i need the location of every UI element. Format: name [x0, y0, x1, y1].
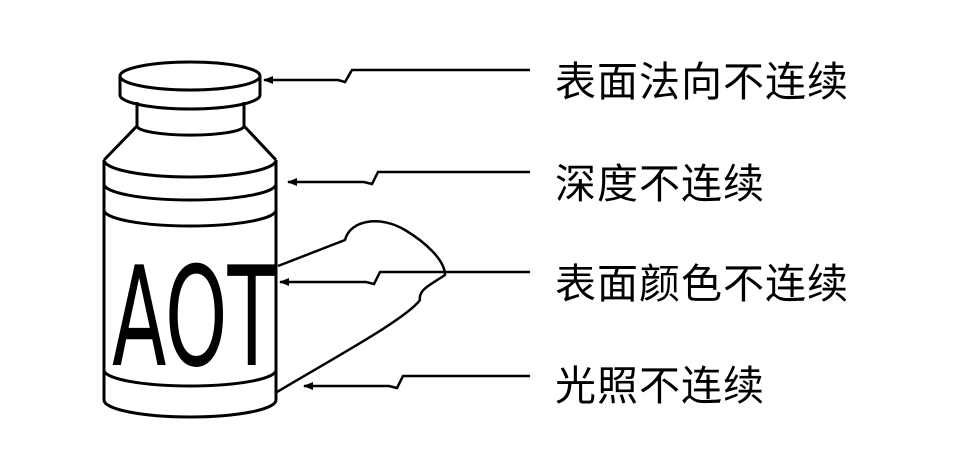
bottle-shoulder — [102, 124, 278, 162]
bottle — [102, 60, 278, 419]
label-band-top-inner — [102, 209, 278, 228]
shadow-outline — [271, 220, 447, 397]
bottle-label-text: AOT — [112, 237, 276, 398]
bottle-neck — [135, 102, 246, 126]
bottle-neck-rim — [135, 125, 246, 137]
label-band-top — [102, 183, 278, 202]
arrow-depth-discontinuity — [287, 170, 530, 186]
caption-depth-discontinuity: 深度不连续 — [555, 160, 765, 208]
bottle-cap-top — [118, 60, 262, 92]
caption-illumination-discontinuity: 光照不连续 — [555, 362, 765, 410]
arrow-illumination-discontinuity — [303, 374, 530, 390]
bottle-top-ring — [102, 159, 278, 179]
arrow-color-discontinuity — [279, 270, 530, 286]
label-band-bottom — [102, 369, 278, 388]
caption-normal-discontinuity: 表面法向不连续 — [555, 58, 849, 106]
caption-color-discontinuity: 表面颜色不连续 — [555, 260, 849, 308]
arrow-normal-discontinuity — [263, 68, 530, 84]
